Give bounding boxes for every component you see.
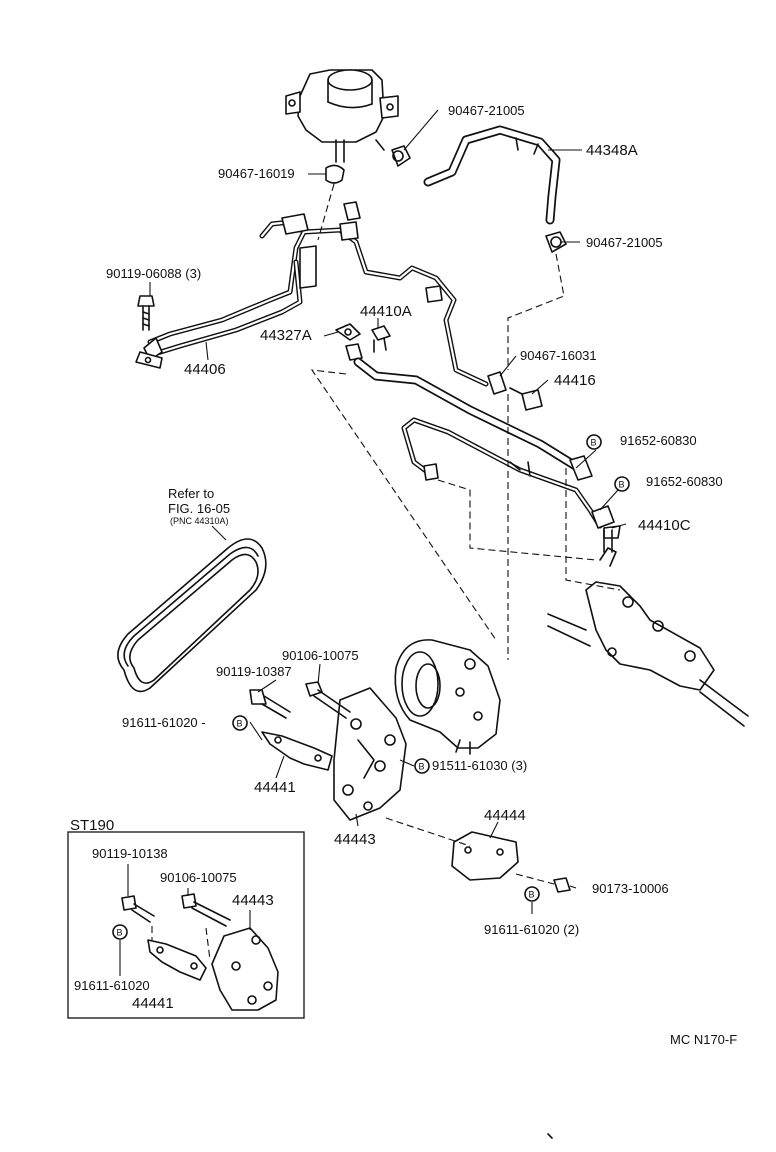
scan-mark [547,1133,553,1139]
label-44444: 44444 [484,807,526,824]
label-44410A: 44410A [360,303,412,320]
label-90467-16031: 90467-16031 [520,348,597,363]
label-91611-61020: 91611-61020 - [122,715,206,730]
label-91652-60830-a: 91652-60830 [620,433,697,448]
label-90467-16019: 90467-16019 [218,166,295,181]
pump-bracket-44443 [333,687,407,821]
inset-bolt-90106-10075 [181,888,231,927]
b-badge-icon: B [414,758,430,774]
b-badge-icon: B [524,886,540,902]
label-91652-60830-b: 91652-60830 [646,474,723,489]
gasket-44327A [335,323,361,341]
inset-st190: ST190 90119-10138 90106-10075 44443 9161… [67,817,305,1019]
inset-bar-44441 [147,939,207,981]
hose-clamp-90467-16019 [325,164,345,184]
power-steering-pump [394,639,501,755]
label-90106-10075: 90106-10075 [282,648,359,663]
refer-line3: (PNC 44310A) [170,516,229,526]
svg-text:B: B [619,480,625,490]
inset-label-90106-10075: 90106-10075 [160,870,237,885]
svg-text:B: B [529,890,535,900]
return-hose-44348A [423,125,561,225]
inset-bolt-90119-10138 [121,864,155,923]
label-90173-10006: 90173-10006 [592,881,669,896]
diagram-code: MC N170-F [670,1032,737,1047]
svg-text:B: B [237,719,243,729]
label-44441: 44441 [254,779,296,796]
adjusting-bar-44441 [261,731,333,771]
label-44406: 44406 [184,361,226,378]
b-badge-icon: B [614,476,630,492]
callout-labels: 90467-21005 44348A 90467-16019 90467-210… [106,103,737,1047]
inset-label-90119-10138: 90119-10138 [92,846,168,861]
label-44443: 44443 [334,831,376,848]
label-90119-06088: 90119-06088 (3) [106,266,201,281]
label-44416: 44416 [554,372,596,389]
fitting-44416 [509,387,543,411]
hose-clamp-90467-21005-top [391,145,411,167]
svg-text:B: B [419,762,425,772]
dashed-connectors [310,183,621,885]
label-90467-21005-bottom: 90467-21005 [586,235,663,250]
label-91611-61020-2: 91611-61020 (2) [484,922,579,937]
label-90119-10387: 90119-10387 [216,664,292,679]
bolt-90119-10387 [249,689,291,719]
bolt-90119-06088 [137,295,155,331]
refer-line1: Refer to [168,486,214,501]
svg-text:B: B [117,928,123,938]
nut-90173-10006 [553,877,571,893]
label-44327A: 44327A [260,327,312,344]
b-badge-icon: B [112,924,128,940]
label-44410C: 44410C [638,517,691,534]
inset-title: ST190 [70,817,114,834]
pressure-hose-44410C [345,343,621,539]
inset-label-44443: 44443 [232,892,274,909]
b-badge-icon: B [586,434,602,450]
b-badge-icon: B [232,715,248,731]
steering-gear-housing [547,529,749,727]
b-badges: B B B B B B [112,434,630,940]
svg-text:B: B [591,438,597,448]
leader-lines [149,109,627,914]
heat-shield-44444 [451,831,519,881]
refer-line2: FIG. 16-05 [168,501,230,516]
reservoir-tank [285,69,399,163]
bolt-90106-10075 [305,681,351,719]
label-44348A: 44348A [586,142,638,159]
inset-label-44441: 44441 [132,995,174,1012]
label-91511-61030: 91511-61030 (3) [432,758,527,773]
drive-belt [117,538,267,693]
label-90467-21005-top: 90467-21005 [448,103,525,118]
inset-label-91611-61020: 91611-61020 [74,978,150,993]
return-tube-44406 [135,201,507,395]
inset-bracket-44443 [211,910,279,1011]
union-bolt-44410A [371,325,391,353]
